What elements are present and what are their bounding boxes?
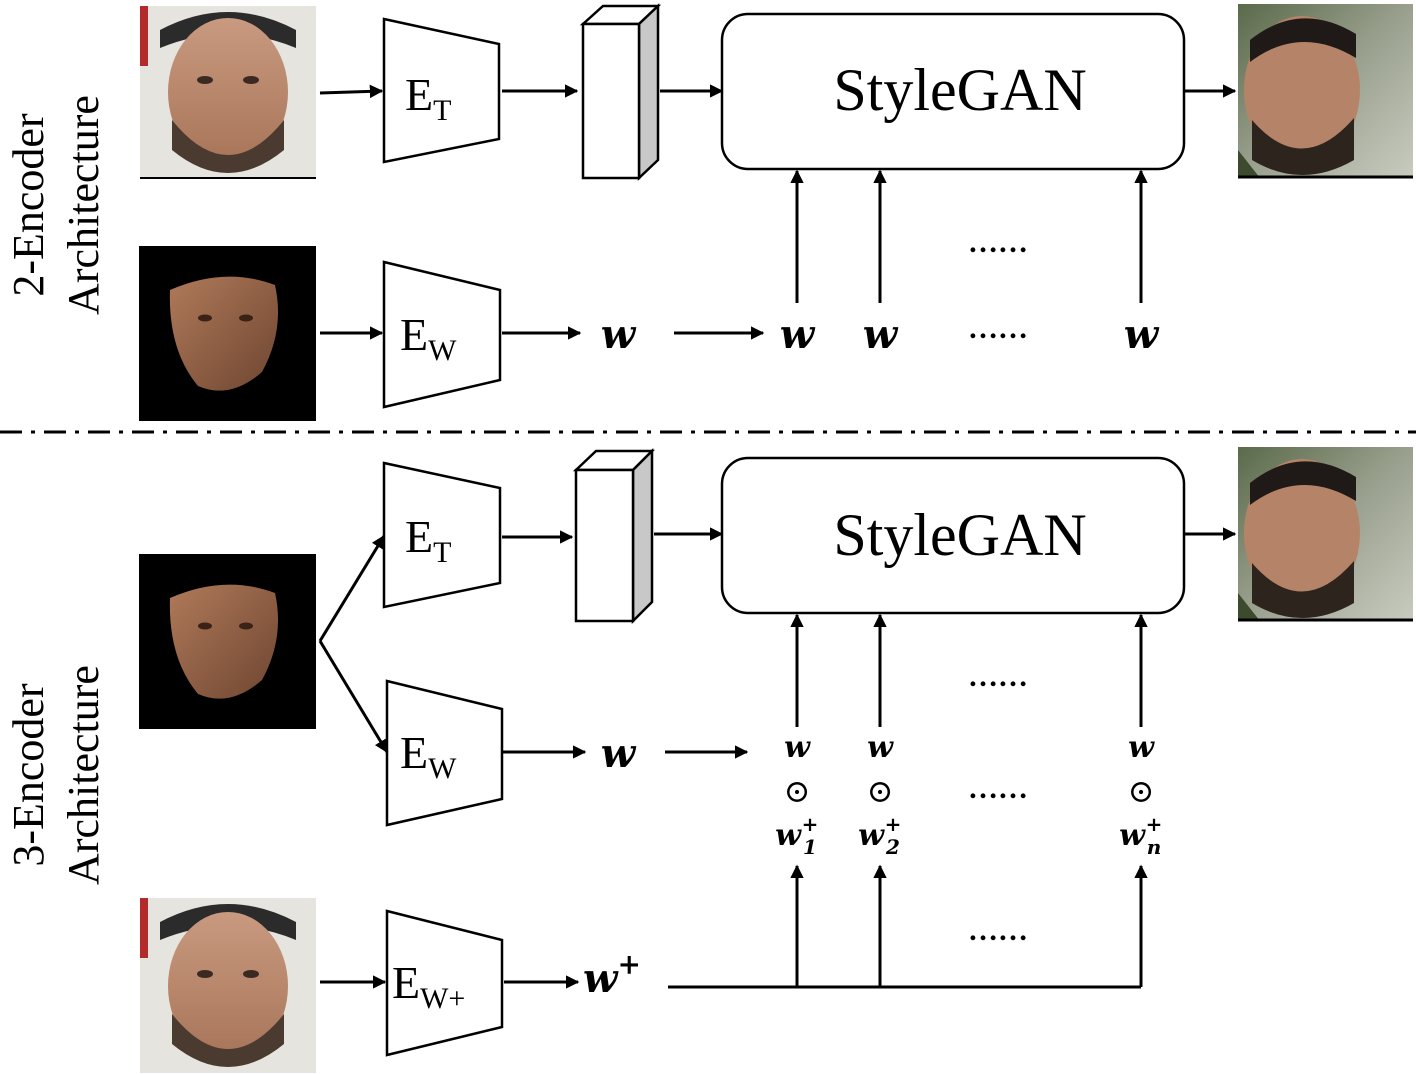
feature-tensor-top <box>579 3 662 181</box>
hadamard-col1: ⊙ <box>784 773 811 809</box>
latent-wn-plus-sub: n <box>1147 835 1162 859</box>
input-face-photo-bottom <box>140 898 316 1073</box>
bottom-section-label-line2: Architecture <box>59 665 108 885</box>
stylegan-top-label: StyleGAN <box>833 57 1086 123</box>
encoder-ew-top <box>382 260 502 409</box>
hadamard-coln: ⊙ <box>1128 773 1155 809</box>
latent-w1-plus-sup: + <box>802 812 819 836</box>
encoder-ew-top-label: EW <box>400 309 457 367</box>
latent-wn-plus-sup: + <box>1146 812 1163 836</box>
encoder-et-top <box>382 17 501 164</box>
ellipsis-top-lower: …… <box>968 312 1028 345</box>
encoder-et-bottom-label: ET <box>405 511 451 569</box>
ellipsis-bottom-lower: …… <box>968 914 1028 947</box>
latent-w-top-1: w <box>780 311 816 358</box>
latent-w1-plus-sub: 1 <box>803 835 817 859</box>
bottom-section-connectors <box>318 527 1237 989</box>
top-section-label-line2: Architecture <box>59 95 108 315</box>
ellipsis-bottom-middle: …… <box>968 772 1028 805</box>
encoder-ew-bottom-label: EW <box>400 727 457 785</box>
ellipsis-bottom-upper: …… <box>968 660 1028 693</box>
latent-w2-plus-sup: + <box>885 812 902 836</box>
latent-w-bottom-encoder: w <box>601 730 637 777</box>
latent-w-top-n: w <box>1124 311 1160 358</box>
encoder-ewplus-bottom-label: EW+ <box>392 957 465 1015</box>
encoder-et-bottom <box>382 461 502 609</box>
output-face-top <box>1238 4 1413 179</box>
latent-wn-plus: w <box>1119 818 1146 853</box>
bottom-section-label-line1: 3-Encoder <box>4 683 53 867</box>
latent-w1-plus: w <box>775 818 802 853</box>
encoder-et-top-label: ET <box>405 69 451 127</box>
latent-w2-plus: w <box>858 818 885 853</box>
input-rendered-face-top <box>139 246 316 421</box>
latent-w-top-2: w <box>863 311 899 358</box>
latent-w-coln: w <box>1128 730 1155 765</box>
latent-w-plus: w+ <box>583 948 641 1002</box>
output-face-bottom <box>1238 447 1413 622</box>
ellipsis-top-upper: …… <box>968 226 1028 259</box>
latent-w-col1: w <box>784 730 811 765</box>
encoder-ew-bottom <box>385 679 504 827</box>
input-rendered-face-bottom <box>139 554 316 729</box>
latent-w2-plus-sub: 2 <box>885 835 900 859</box>
encoder-ewplus-bottom <box>385 909 504 1057</box>
hadamard-col2: ⊙ <box>867 773 894 809</box>
latent-w-col2: w <box>867 730 894 765</box>
latent-w-top-encoder: w <box>601 311 637 358</box>
stylegan-bottom-label: StyleGAN <box>833 502 1086 568</box>
top-section-label-line1: 2-Encoder <box>4 113 53 297</box>
feature-tensor-bottom <box>572 447 656 625</box>
input-face-photo-top <box>140 6 316 179</box>
top-section-connectors <box>319 84 1237 340</box>
